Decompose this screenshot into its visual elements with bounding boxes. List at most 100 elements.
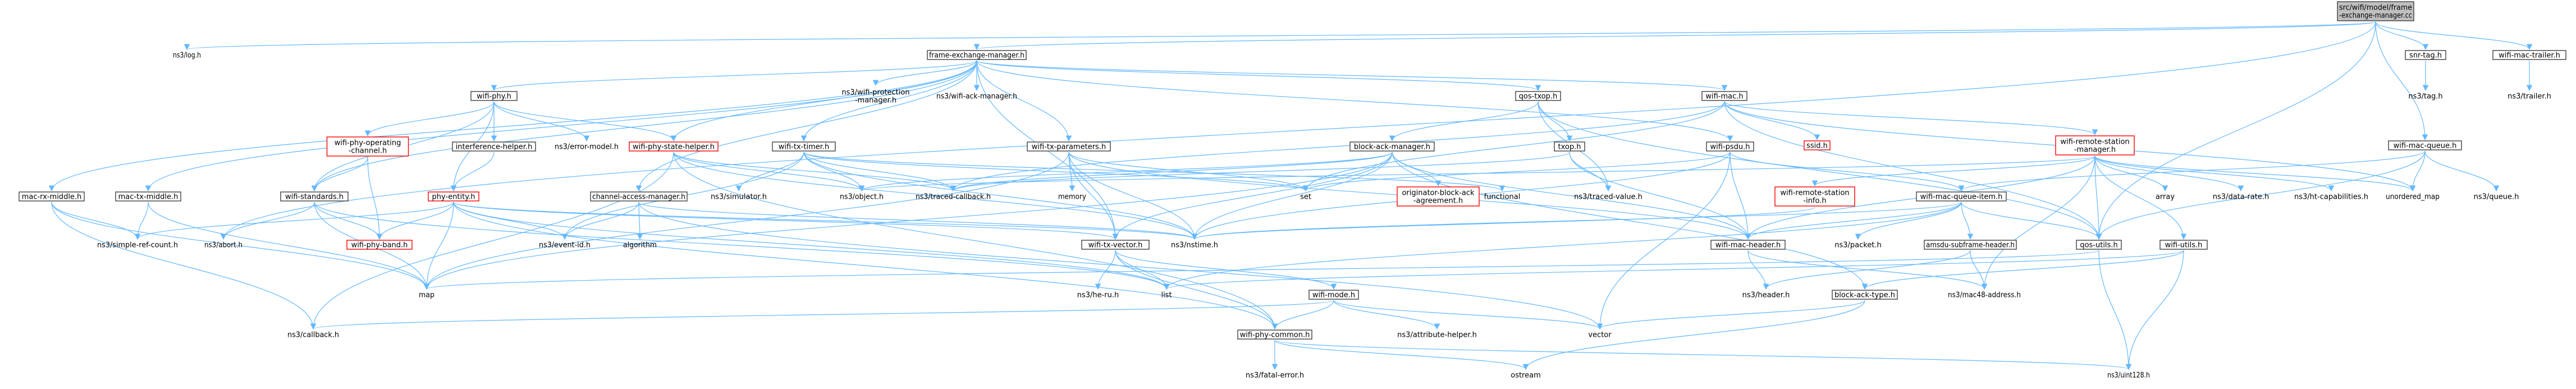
- node-wifi-mac-queue-item[interactable]: wifi-mac-queue-item.h: [1916, 191, 2007, 202]
- node-amsdu-subframe-header[interactable]: amsdu-subframe-header.h: [1924, 240, 2017, 250]
- edge-root-to-wifi-mac-trailer: [2375, 21, 2533, 51]
- node-label: ns3/abort.h: [204, 241, 242, 250]
- edge-fem-h-to-qos-txop: [976, 60, 1541, 91]
- edge-wifi-mac-queue-item-to-packet: [1855, 202, 1962, 240]
- node-label: -info.h: [1803, 197, 1826, 205]
- node-wifi-phy-common[interactable]: wifi-phy-common.h: [1237, 329, 1312, 340]
- node-fem-h[interactable]: frame-exchange-manager.h: [927, 50, 1027, 60]
- node-ssid[interactable]: ssid.h: [1804, 140, 1831, 150]
- node-block-ack-type[interactable]: block-ack-type.h: [1832, 290, 1898, 300]
- node-wifi-phy-op-channel[interactable]: wifi-phy-operating-channel.h: [326, 136, 409, 157]
- edge-fem-h-to-wifi-mac: [976, 60, 1727, 91]
- node-label: snr-tag.h: [2409, 52, 2442, 60]
- node-box: [1081, 240, 1150, 250]
- edge-wifi-remote-station-mgr-to-wifi-utils: [2094, 155, 2187, 240]
- edge-wifi-phy-to-wifi-phy-op-channel: [364, 101, 495, 137]
- edge-mac-tx-middle-to-simple-refcount: [134, 202, 149, 240]
- edge-wifi-mac-queue-item-to-list: [1163, 202, 1962, 290]
- node-phy-entity[interactable]: phy-entity.h: [428, 191, 479, 202]
- node-label: ns3/he-ru.h: [1077, 291, 1119, 300]
- node-object: ns3/object.h: [840, 193, 884, 202]
- node-wifi-ack-mgr: ns3/wifi-ack-manager.h: [936, 93, 1017, 101]
- node-wifi-mac-header[interactable]: wifi-mac-header.h: [1710, 240, 1786, 250]
- node-label: -channel.h: [349, 147, 387, 155]
- node-label: ns3/wifi-ack-manager.h: [936, 93, 1017, 101]
- edge-wifi-mac-queue-item-to-amsdu-subframe-header: [1961, 202, 1974, 240]
- node-wifi-protection-mgr: ns3/wifi-protection-manager.h: [841, 89, 909, 105]
- edge-block-ack-manager-to-block-ack-type: [1392, 152, 1868, 290]
- node-txop[interactable]: txop.h: [1554, 141, 1585, 152]
- edge-wifi-remote-station-mgr-to-object: [859, 155, 2095, 192]
- node-label: wifi-remote-station: [1780, 189, 1849, 198]
- edge-fem-h-to-mac-rx-middle: [48, 60, 977, 192]
- edge-root-to-log: [185, 21, 2376, 51]
- node-qos-utils[interactable]: qos-utils.h: [2076, 240, 2122, 250]
- node-wifi-mac[interactable]: wifi-mac.h: [1701, 91, 1747, 101]
- node-channel-access-mgr[interactable]: channel-access-manager.h: [590, 191, 688, 202]
- node-label: mac-rx-middle.h: [22, 193, 82, 202]
- node-mac-rx-middle[interactable]: mac-rx-middle.h: [19, 191, 85, 202]
- node-wifi-psdu[interactable]: wifi-psdu.h: [1706, 141, 1754, 152]
- node-label: wifi-phy-state-helper.h: [633, 143, 715, 152]
- node-wifi-standards[interactable]: wifi-standards.h: [280, 191, 349, 202]
- node-label: wifi-mac-trailer.h: [2499, 52, 2560, 60]
- node-label: ns3/nstime.h: [1171, 241, 1218, 250]
- edge-fem-h-to-wifi-tx-parameters: [976, 60, 1072, 142]
- edge-wifi-tx-vector-to-wifi-mode: [1115, 250, 1337, 290]
- node-label: wifi-phy.h: [477, 93, 511, 101]
- node-mac-tx-middle[interactable]: mac-tx-middle.h: [115, 191, 181, 202]
- node-root[interactable]: src/wifi/model/frame-exchange-manager.cc: [2337, 1, 2414, 21]
- edge-wifi-standards-to-abort: [220, 202, 315, 240]
- node-set: set: [1300, 193, 1311, 202]
- node-label: block-ack-manager.h: [1354, 143, 1430, 152]
- node-box: [1916, 191, 2007, 202]
- node-label: wifi-tx-vector.h: [1088, 241, 1143, 250]
- node-wifi-tx-vector[interactable]: wifi-tx-vector.h: [1081, 240, 1150, 250]
- node-box: [1701, 91, 1747, 101]
- node-label: memory: [1058, 193, 1086, 202]
- node-label: functional: [1484, 193, 1521, 202]
- node-wifi-utils[interactable]: wifi-utils.h: [2159, 240, 2208, 250]
- node-wifi-tx-timer[interactable]: wifi-tx-timer.h: [772, 141, 836, 152]
- node-interference-helper[interactable]: interference-helper.h: [452, 141, 536, 152]
- node-qos-txop[interactable]: qos-txop.h: [1515, 91, 1561, 101]
- node-label: mac-tx-middle.h: [118, 193, 179, 202]
- node-label: ns3/queue.h: [2474, 193, 2519, 202]
- edge-wifi-psdu-to-wifi-mac-header: [1729, 152, 1751, 240]
- edge-fem-h-to-wifi-phy: [491, 60, 977, 91]
- node-label: block-ack-type.h: [1834, 291, 1895, 300]
- node-label: algorithm: [623, 241, 657, 250]
- node-wifi-mac-trailer[interactable]: wifi-mac-trailer.h: [2492, 50, 2566, 60]
- node-originator-ba[interactable]: originator-block-ack-agreement.h: [1397, 186, 1480, 207]
- edge-wifi-remote-station-mgr-to-qos-utils: [2094, 155, 2102, 240]
- node-box: [1237, 329, 1312, 340]
- node-wifi-mac-queue[interactable]: wifi-mac-queue.h: [2388, 140, 2462, 150]
- edge-wifi-mode-to-wifi-phy-common: [1271, 300, 1334, 330]
- node-label: ns3/event-id.h: [539, 241, 591, 250]
- node-box: [346, 240, 413, 250]
- node-wifi-phy-state-helper[interactable]: wifi-phy-state-helper.h: [629, 141, 719, 152]
- node-box: [428, 191, 479, 202]
- edge-channel-access-mgr-to-algorithm: [637, 202, 643, 240]
- node-wifi-remote-station-info[interactable]: wifi-remote-station-info.h: [1774, 186, 1855, 207]
- node-error-model: ns3/error-model.h: [555, 143, 619, 152]
- node-layer: src/wifi/model/frame-exchange-manager.cc…: [19, 1, 2566, 380]
- node-label: unordered_map: [2386, 193, 2440, 202]
- node-wifi-mode[interactable]: wifi-mode.h: [1308, 290, 1359, 300]
- edge-fem-h-to-mac-tx-middle: [145, 60, 977, 192]
- node-label: ns3/fatal-error.h: [1246, 372, 1304, 380]
- node-label: ns3/log.h: [173, 52, 201, 60]
- node-wifi-phy[interactable]: wifi-phy.h: [470, 91, 518, 101]
- node-snr-tag[interactable]: snr-tag.h: [2405, 50, 2446, 60]
- node-label: ns3/callback.h: [287, 331, 339, 340]
- node-label: -manager.h: [855, 97, 896, 105]
- edge-wifi-tx-timer-to-nstime: [803, 152, 1198, 240]
- node-label: vector: [1588, 331, 1612, 340]
- node-wifi-remote-station-mgr[interactable]: wifi-remote-station-manager.h: [2055, 135, 2135, 155]
- edge-mac-rx-middle-to-map: [51, 202, 430, 290]
- edge-wifi-phy-to-error-model: [493, 101, 590, 142]
- node-block-ack-manager[interactable]: block-ack-manager.h: [1349, 141, 1435, 152]
- node-wifi-phy-band[interactable]: wifi-phy-band.h: [346, 240, 413, 250]
- node-label: wifi-remote-station: [2060, 138, 2129, 147]
- node-wifi-tx-parameters[interactable]: wifi-tx-parameters.h: [1027, 141, 1111, 152]
